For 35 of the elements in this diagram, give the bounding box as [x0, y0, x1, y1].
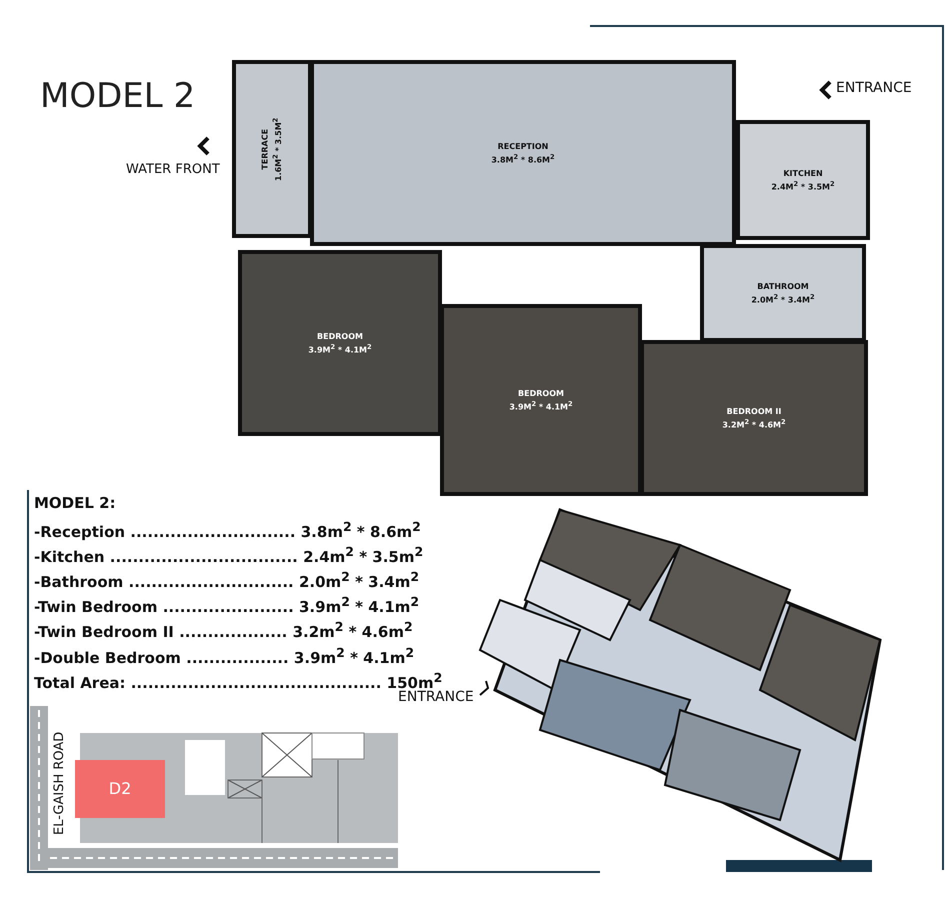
room-dimensions: 3.2M$^{2}$ * 4.6M$^{2}$ [722, 416, 786, 430]
area-row: -Twin Bedroom II ................... 3.2m$^{2}$ * 4.6m$^{2}$ [34, 619, 413, 641]
area-row: -Double Bedroom .................. 3.9m$^{2}$ * 4.1m$^{2}$ [34, 645, 414, 667]
room-name: BEDROOM [518, 388, 564, 399]
area-row: -Kitchen ................................. 2.4m$^{2}$ * 3.5m$^{2}$ [34, 544, 424, 566]
room-dimensions: 2.0M$^{2}$ * 3.4M$^{2}$ [751, 292, 815, 306]
list-heading: MODEL 2: [34, 494, 116, 512]
highlighted-unit [75, 760, 165, 818]
room-dimensions: 3.9M$^{2}$ * 4.1M$^{2}$ [509, 398, 573, 412]
room-dimensions: 3.9M$^{2}$ * 4.1M$^{2}$ [308, 342, 372, 356]
area-row: -Reception ............................. 3.8m$^{2}$ * 8.6m$^{2}$ [34, 519, 421, 541]
room-dimensions: 3.8M$^{2}$ * 8.6M$^{2}$ [491, 152, 555, 166]
area-row: -Bathroom ............................. 2.0m$^{2}$ * 3.4m$^{2}$ [34, 569, 420, 591]
room-name: BEDROOM [317, 330, 363, 342]
room-name: BATHROOM [757, 280, 809, 292]
room-name: BEDROOM II [726, 406, 782, 417]
area-row: -Twin Bedroom ....................... 3.9m$^{2}$ * 4.1m$^{2}$ [34, 594, 420, 616]
kitchen-room [736, 120, 870, 240]
entrance-label: ENTRANCE [398, 689, 474, 705]
room-name: TERRACE [260, 128, 271, 172]
bathroom-room [700, 244, 866, 342]
road-label: EL-GAISH ROAD [52, 732, 67, 835]
room-name: RECEPTION [498, 140, 548, 152]
room-name: KITCHEN [783, 168, 823, 179]
room-name: D2 [108, 780, 132, 798]
direction-label: WATER FRONT [126, 162, 220, 177]
bedroom-room [640, 340, 868, 496]
plan-title: MODEL 2 [40, 76, 196, 116]
reception-room [310, 60, 736, 246]
bedroom-room [238, 250, 442, 436]
terrace [232, 60, 312, 238]
area-total: Total Area: ............................................ 150m$^{2}$ [34, 670, 442, 692]
entrance-label: ENTRANCE [836, 80, 912, 96]
bedroom-room [440, 304, 642, 496]
room-dimensions: 2.4M$^{2}$ * 3.5M$^{2}$ [771, 178, 835, 192]
